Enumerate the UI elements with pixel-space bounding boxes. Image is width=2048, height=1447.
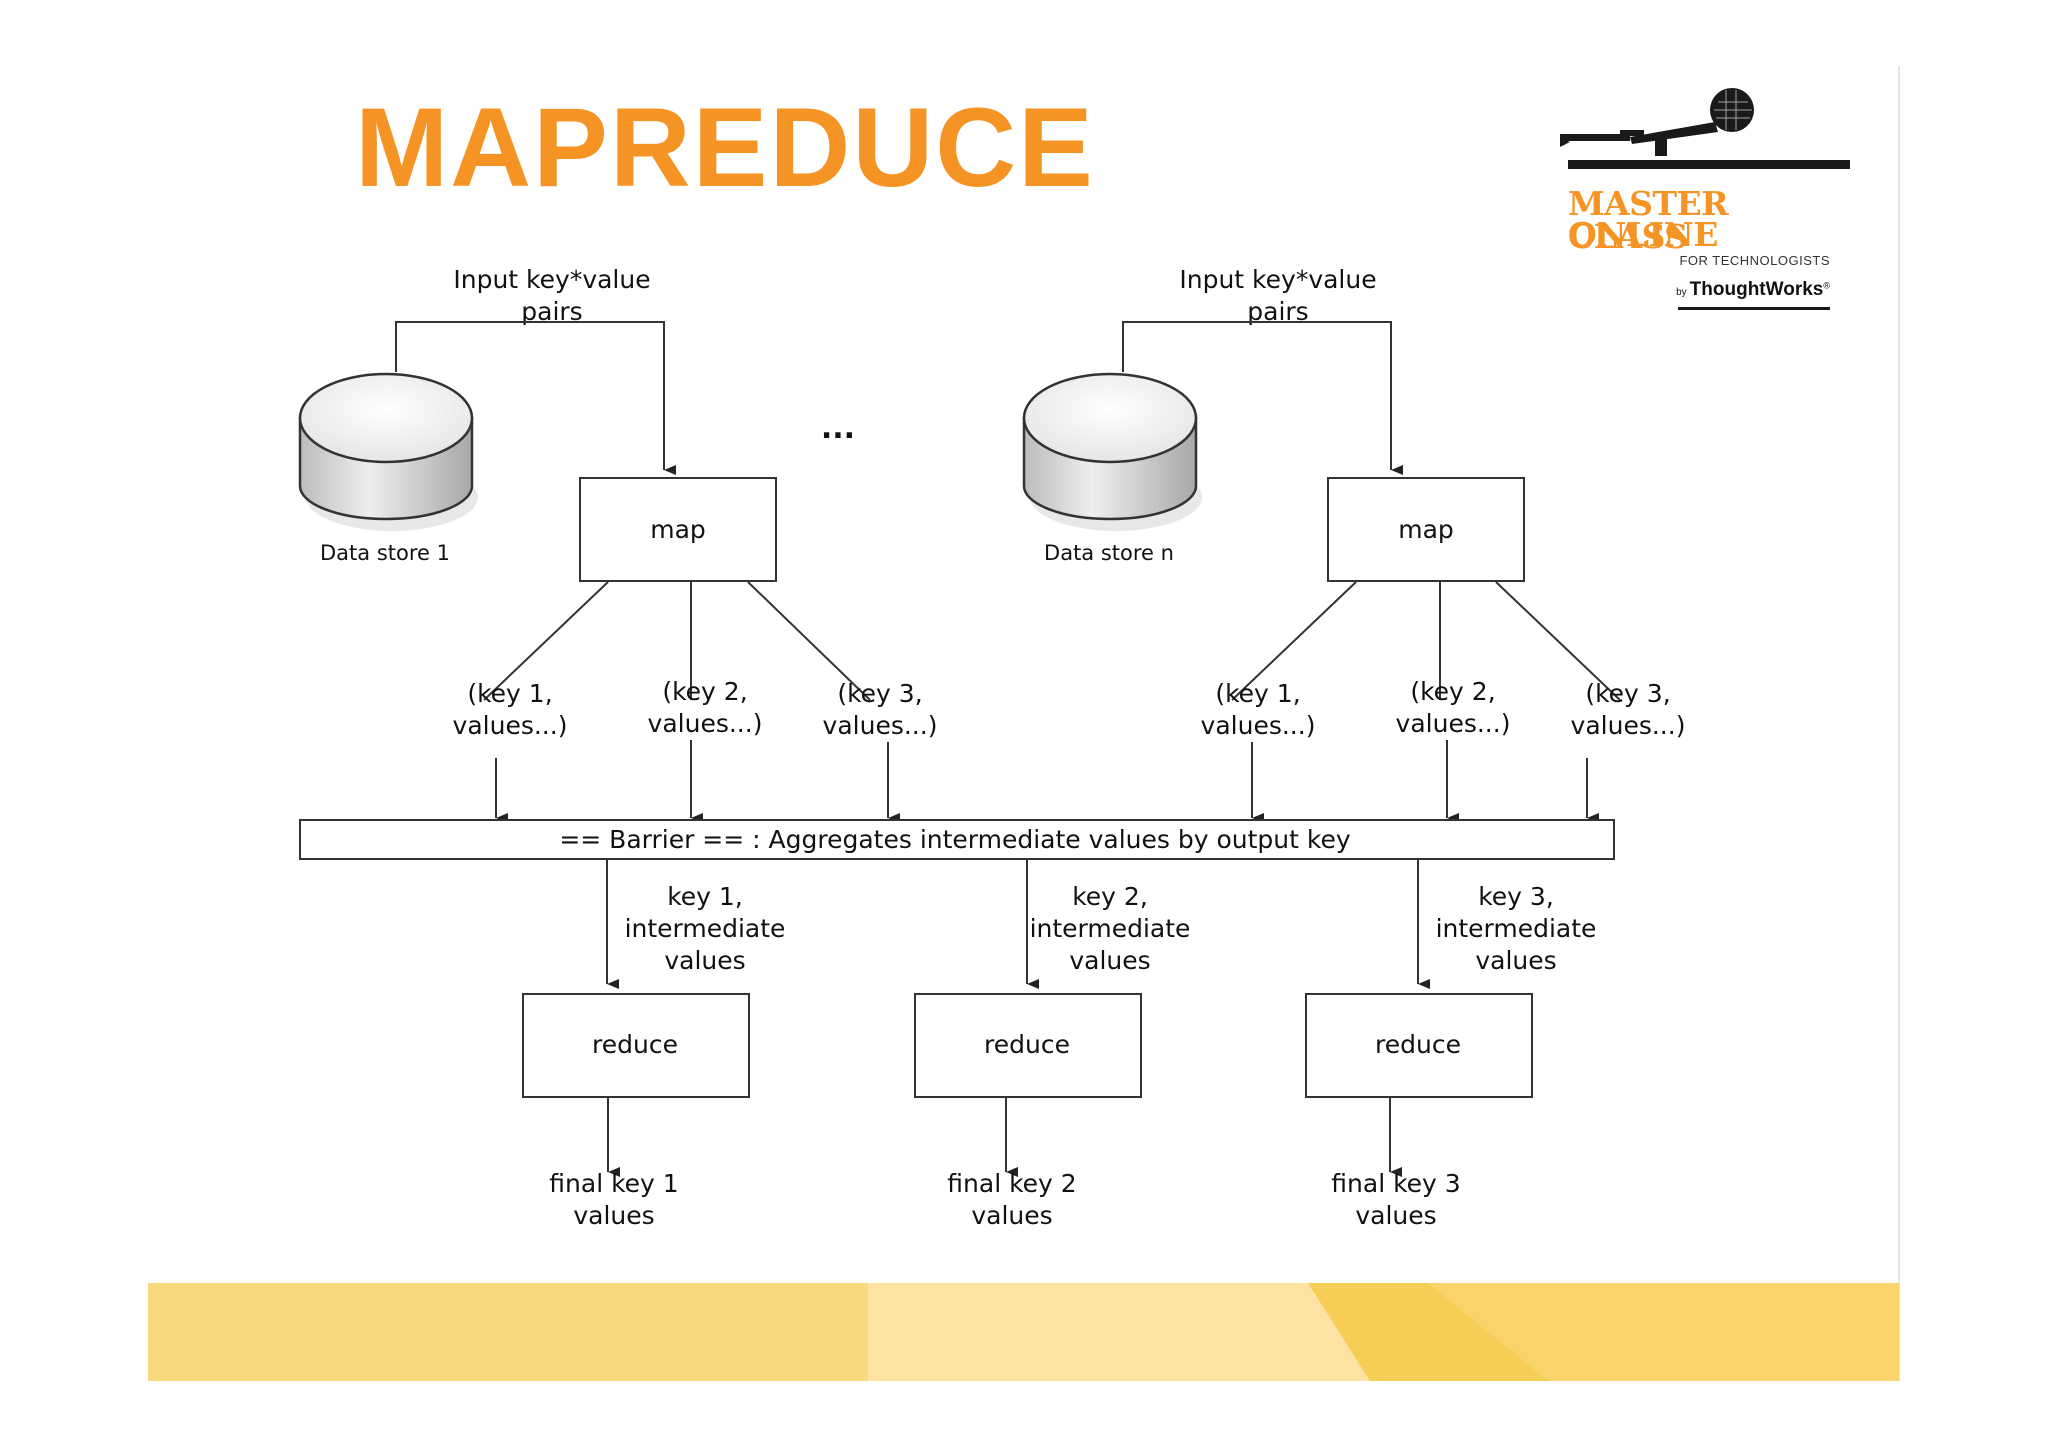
map-box-2 [1327, 477, 1525, 582]
intermediate-3-line1: key 3, [1478, 882, 1554, 911]
barrier-label: == Barrier == : Aggregates intermediate … [559, 825, 1351, 854]
map-output-5-line2: values...) [1396, 709, 1511, 738]
reduce-box-1 [522, 993, 750, 1098]
input-label-2-line1: Input key*value [1179, 265, 1376, 294]
intermediate-1-line3: values [664, 946, 745, 975]
map-2-edge-key3 [1495, 581, 1621, 701]
map-output-5-line1: (key 2, [1410, 677, 1495, 706]
intermediate-1-line1: key 1, [667, 882, 743, 911]
database-icon [1022, 372, 1202, 531]
logo-registered-mark: ® [1823, 280, 1830, 291]
map-2-edge-key1 [1231, 581, 1357, 701]
input-connector-2 [1122, 321, 1403, 475]
data-store-n-label: Data store n [1044, 541, 1174, 565]
data-store-1-label: Data store 1 [320, 541, 450, 565]
intermediate-3-line2: intermediate [1436, 914, 1597, 943]
final-output-3-line2: values [1355, 1201, 1436, 1230]
map-label-2: map [1398, 515, 1454, 544]
final-output-2-line2: values [971, 1201, 1052, 1230]
reduce-label-2: reduce [984, 1030, 1070, 1059]
reduce-label-1: reduce [592, 1030, 678, 1059]
final-output-1-line1: final key 1 [549, 1169, 678, 1198]
slide-title: MAPREDUCE [355, 85, 1095, 210]
logo-online: ONLINE [1568, 215, 1718, 254]
footer-band [148, 1283, 1899, 1381]
reduce-box-3 [1305, 993, 1533, 1098]
map-output-6-line2: values...) [1571, 711, 1686, 740]
intermediate-2-line1: key 2, [1072, 882, 1148, 911]
master-class-logo: MASTER CLASS ONLINE FOR TECHNOLOGISTS by… [1560, 82, 1850, 312]
map-output-2-line2: values...) [648, 709, 763, 738]
map-output-3-line2: values...) [823, 711, 938, 740]
map-1-edge-key1 [483, 581, 609, 701]
map-output-1-line2: values...) [453, 711, 568, 740]
logo-tagline: FOR TECHNOLOGISTS [1679, 253, 1830, 268]
logo-rule [1568, 160, 1850, 169]
map-output-3-line1: (key 3, [837, 679, 922, 708]
reduce-label-3: reduce [1375, 1030, 1461, 1059]
map-output-6-line1: (key 3, [1585, 679, 1670, 708]
map-1-edge-key3 [747, 581, 871, 701]
final-output-3-line1: final key 3 [1331, 1169, 1460, 1198]
intermediate-2-line2: intermediate [1030, 914, 1191, 943]
intermediate-2-line3: values [1069, 946, 1150, 975]
map-box-1 [579, 477, 777, 582]
ellipsis: ... [821, 411, 855, 446]
logo-master-class: MASTER CLASS [1568, 184, 1729, 256]
logo-by: by [1676, 287, 1687, 298]
input-connector-1 [395, 321, 676, 475]
barrier-box [299, 819, 1615, 860]
map-output-4-line1: (key 1, [1215, 679, 1300, 708]
map-output-4-line2: values...) [1201, 711, 1316, 740]
footer-right-wedge [1428, 1283, 1899, 1381]
map-output-1-line1: (key 1, [467, 679, 552, 708]
logo-underline [1678, 307, 1830, 310]
final-output-1-line2: values [573, 1201, 654, 1230]
slide-edge-divider [1898, 66, 1900, 1381]
final-output-2-line1: final key 2 [947, 1169, 1076, 1198]
intermediate-1-line2: intermediate [625, 914, 786, 943]
footer-left-panel [148, 1283, 868, 1381]
intermediate-3-line3: values [1475, 946, 1556, 975]
database-icon [298, 372, 478, 531]
map-output-2-line1: (key 2, [662, 677, 747, 706]
map-label-1: map [650, 515, 706, 544]
microphone-icon [1560, 88, 1754, 156]
input-label-1-line1: Input key*value [453, 265, 650, 294]
reduce-box-2 [914, 993, 1142, 1098]
logo-company: ThoughtWorks [1689, 279, 1824, 300]
